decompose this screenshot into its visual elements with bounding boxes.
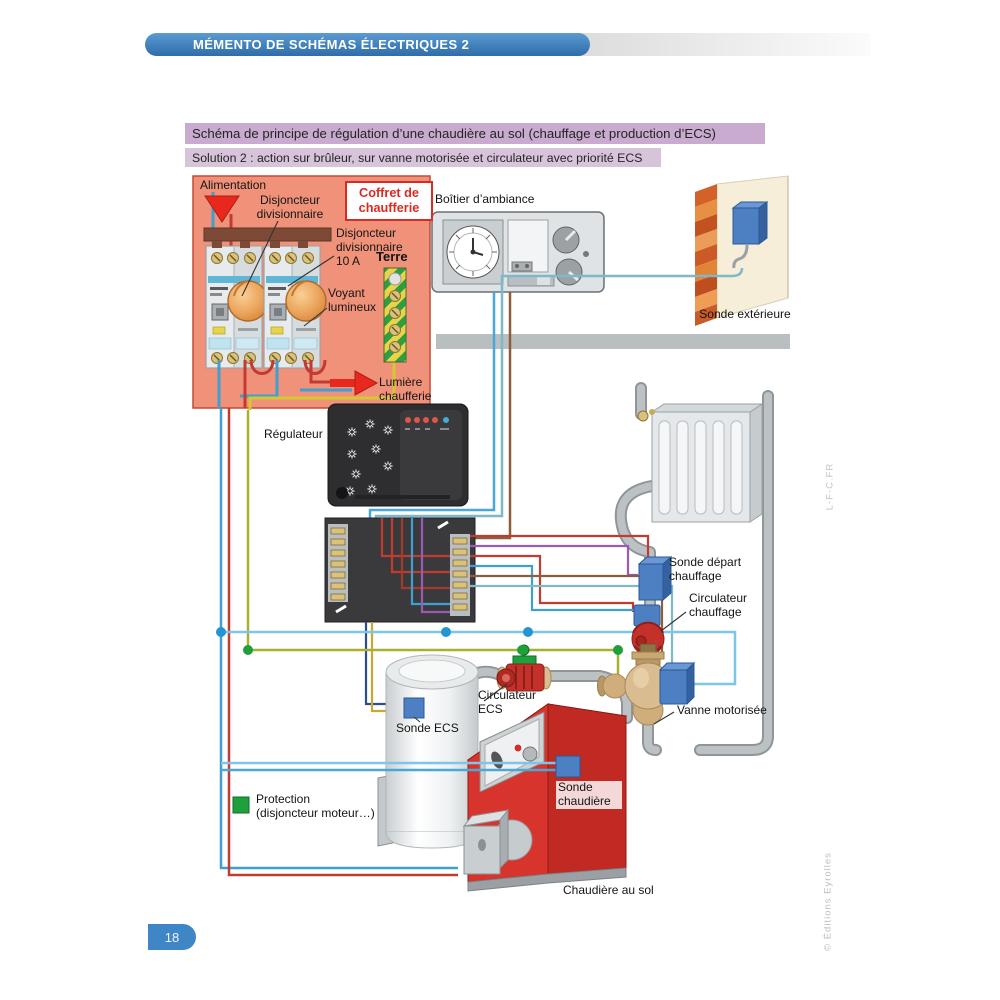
thermostat-knob: [552, 226, 580, 254]
bleeder-valve: [637, 410, 649, 422]
label-voyant-lumineux: Voyant lumineux: [328, 286, 377, 314]
schema-title: Schéma de principe de régulation d’une c…: [192, 126, 716, 141]
ecs-pump-group: [496, 644, 552, 692]
label-sonde-chaudiere: Sonde chaudière: [556, 780, 622, 809]
junction-dots: [216, 627, 623, 655]
valve-actuator: [659, 669, 688, 705]
label-regulateur: Régulateur: [264, 427, 323, 441]
motorized-valve: [597, 640, 696, 726]
mode-knob: [555, 258, 583, 286]
control-wires: [368, 267, 744, 540]
light-output-arrow-icon: [330, 370, 379, 396]
label-vanne-motorisee: Vanne motorisée: [677, 703, 767, 717]
label-alimentation: Alimentation: [200, 178, 267, 192]
side-watermark: L-F-C.FR: [824, 462, 836, 511]
boiler-sensor-group: [221, 755, 581, 778]
hot-water-tank: [377, 654, 479, 849]
coffret-title-box: Coffret de chaufferie: [345, 181, 433, 221]
timer-clock-dial: [446, 225, 500, 279]
brick-edge: [695, 184, 717, 326]
label-chaudiere-au-sol: Chaudière au sol: [563, 883, 654, 897]
label-disjoncteur-divisionnaire: Disjoncteur divisionnaire: [256, 193, 324, 221]
label-sonde-ecs: Sonde ECS: [396, 721, 459, 735]
earth-terminal-strip: [383, 267, 407, 363]
label-terre: Terre: [376, 249, 408, 264]
boiler-sensor: [555, 755, 581, 778]
page-number-badge: 18: [148, 924, 196, 950]
label-sonde-depart: Sonde départ chauffage: [669, 555, 742, 583]
controller-front: [327, 403, 469, 507]
solution-subtitle: Solution 2 : action sur brûleur, sur van…: [192, 150, 643, 165]
outdoor-wall: [695, 175, 789, 326]
ecs-sensor: [403, 697, 425, 719]
burner: [462, 808, 533, 875]
page-number: 18: [164, 929, 180, 945]
leader-lines: [241, 220, 687, 725]
label-boitier-ambiance: Boîtier d’ambiance: [435, 192, 535, 206]
label-disjoncteur-10a: Disjoncteur divisionnaire 10 A: [336, 226, 403, 268]
supply-arrow-icon: [204, 195, 240, 223]
book-title: MÉMENTO DE SCHÉMAS ÉLECTRIQUES 2: [193, 37, 470, 52]
label-sonde-exterieure: Sonde extérieure: [699, 307, 791, 321]
protection-legend-symbol: [232, 796, 250, 814]
label-circulateur-ecs: Circulateur ECS: [478, 688, 537, 716]
controller-terminals: [324, 517, 476, 623]
solution-subtitle-bar: Solution 2 : action sur brûleur, sur van…: [185, 148, 661, 167]
panel-wiring: [217, 359, 396, 410]
schema-title-bar: Schéma de principe de régulation d’une c…: [185, 123, 765, 144]
room-thermostat-unit: [431, 211, 605, 293]
label-circulateur-chauffage: Circulateur chauffage: [689, 591, 748, 619]
label-protection: Protection (disjoncteur moteur…): [256, 792, 375, 820]
flow-sensor: [637, 555, 673, 602]
label-lumiere-chaufferie: Lumière chaufferie: [379, 375, 432, 403]
outdoor-sensor: [731, 201, 769, 269]
busbar: [203, 227, 332, 248]
wall-chase-bar: [436, 334, 790, 349]
radiator: [637, 403, 764, 523]
publisher-copyright: © Éditions Eyrolles: [822, 852, 834, 951]
book-title-banner: MÉMENTO DE SCHÉMAS ÉLECTRIQUES 2: [145, 33, 590, 56]
